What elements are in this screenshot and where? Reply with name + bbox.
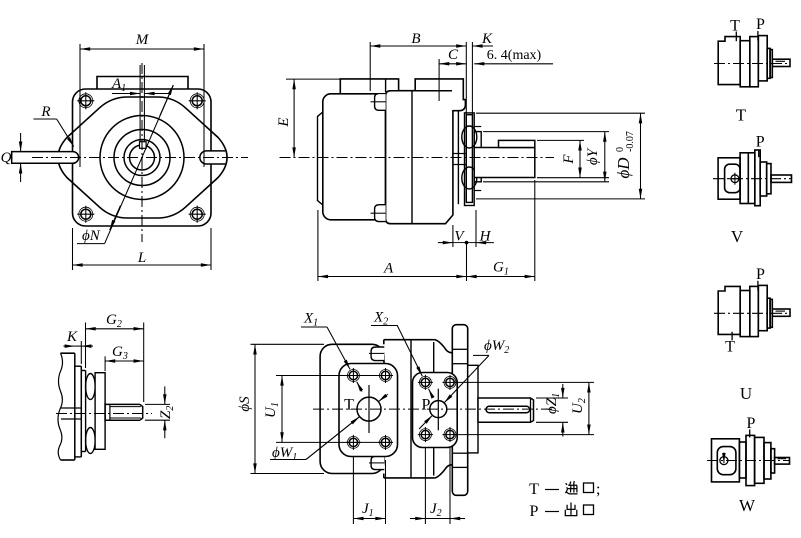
svg-text:P: P: [756, 266, 765, 283]
svg-text:B: B: [411, 31, 420, 47]
svg-text:A: A: [383, 261, 394, 277]
svg-text:J1: J1: [362, 501, 374, 519]
svg-text:ϕW2: ϕW2: [484, 338, 509, 356]
svg-text:-0.07: -0.07: [625, 131, 636, 152]
svg-text:H: H: [479, 229, 492, 245]
svg-text:K: K: [481, 31, 493, 47]
svg-text:T: T: [730, 18, 740, 35]
svg-text:M: M: [135, 32, 150, 48]
svg-text:R: R: [40, 104, 50, 120]
svg-text:Q: Q: [1, 150, 12, 166]
svg-text:L: L: [137, 250, 146, 266]
svg-text:V: V: [731, 227, 744, 246]
svg-text:P: P: [530, 503, 539, 520]
svg-text:P: P: [756, 16, 765, 33]
svg-text:W: W: [739, 496, 756, 515]
svg-text:F: F: [561, 154, 577, 165]
svg-text:ϕS: ϕS: [237, 396, 253, 412]
svg-text:P: P: [422, 397, 431, 414]
svg-text:ϕD: ϕD: [614, 157, 633, 179]
svg-text:E: E: [276, 117, 292, 127]
svg-text:ϕN: ϕN: [82, 228, 101, 244]
svg-text:T: T: [344, 397, 354, 414]
svg-text:0: 0: [615, 147, 626, 152]
svg-text:V: V: [454, 229, 465, 245]
svg-text:ϕW1: ϕW1: [272, 445, 297, 463]
svg-text:C: C: [448, 47, 459, 63]
svg-text:6. 4(max): 6. 4(max): [487, 48, 542, 63]
svg-text:P: P: [747, 415, 756, 432]
svg-text:U: U: [740, 384, 752, 403]
svg-text:T: T: [529, 481, 539, 498]
svg-text:T: T: [725, 338, 735, 355]
svg-text:K: K: [66, 329, 78, 345]
svg-text:J2: J2: [430, 501, 442, 519]
svg-text:ϕY: ϕY: [585, 147, 601, 165]
svg-text:ϕZ1: ϕZ1: [544, 393, 562, 414]
svg-text:P: P: [756, 134, 765, 151]
svg-text:T: T: [736, 106, 747, 125]
svg-text:;: ;: [596, 481, 600, 498]
